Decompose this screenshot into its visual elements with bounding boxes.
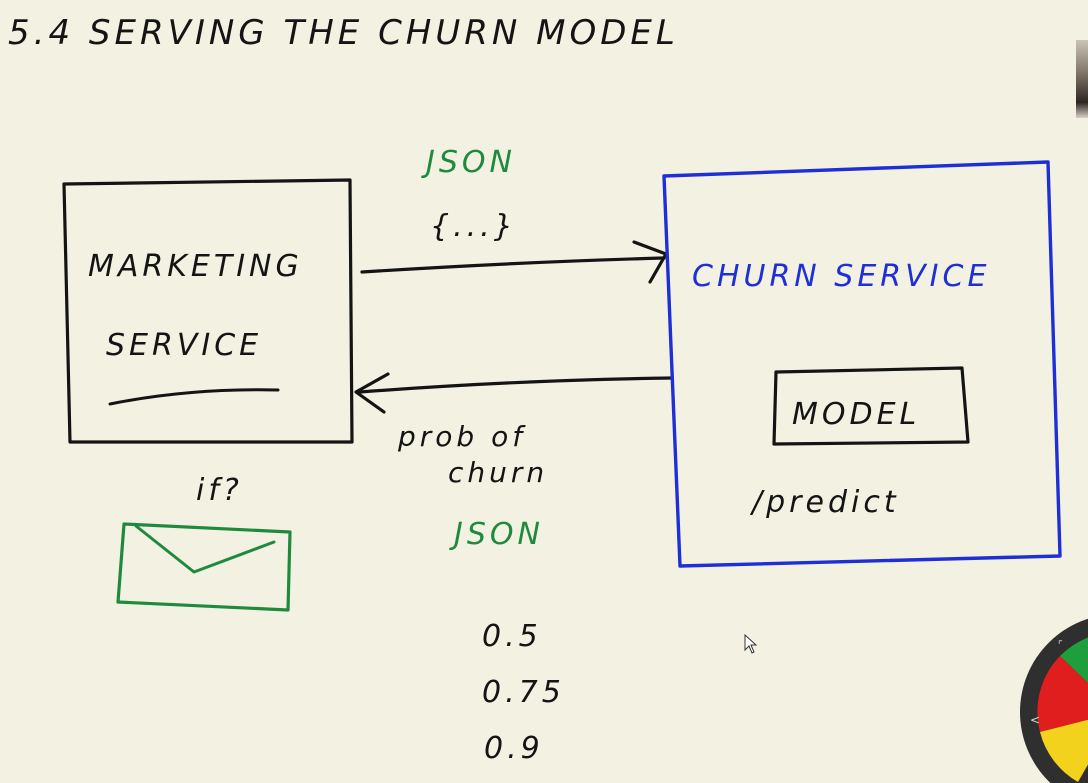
email-question-label: if? bbox=[196, 473, 243, 508]
request-arrow: JSON {...} bbox=[360, 145, 668, 284]
mouse-pointer-icon bbox=[744, 634, 758, 654]
svg-text:<: < bbox=[1030, 713, 1040, 727]
marketing-service-underline bbox=[108, 388, 280, 406]
response-arrow: prob of churn JSON bbox=[354, 372, 674, 552]
marketing-service-label-line1: MARKETING bbox=[88, 249, 303, 284]
marketing-service-label-line2: SERVICE bbox=[106, 328, 262, 363]
threshold-values: 0.5 0.75 0.9 bbox=[482, 619, 565, 766]
threshold-value: 0.75 bbox=[482, 675, 565, 710]
request-arrow-line bbox=[360, 256, 666, 274]
model-label: MODEL bbox=[792, 397, 920, 432]
threshold-value: 0.9 bbox=[484, 731, 544, 766]
email-notification: if? bbox=[116, 473, 292, 612]
predict-endpoint-label: /predict bbox=[749, 485, 900, 520]
threshold-value: 0.5 bbox=[482, 619, 542, 654]
svg-text:⌜: ⌜ bbox=[1058, 640, 1063, 651]
request-payload-label: {...} bbox=[430, 209, 517, 244]
response-label-line2: churn bbox=[448, 456, 548, 489]
request-format-label: JSON bbox=[421, 145, 516, 180]
model-box bbox=[772, 366, 970, 446]
response-format-label: JSON bbox=[449, 517, 544, 552]
marketing-service-border bbox=[62, 178, 354, 444]
churn-service-box: CHURN SERVICE MODEL /predict bbox=[662, 160, 1062, 568]
page-title: 5.4 SERVING THE CHURN MODEL bbox=[8, 13, 679, 53]
color-wheel-icon[interactable]: < ⌜ bbox=[1018, 612, 1088, 783]
webcam-strip bbox=[1076, 40, 1088, 118]
request-arrow-head bbox=[632, 240, 668, 284]
churn-service-title: CHURN SERVICE bbox=[692, 259, 990, 294]
response-arrow-head bbox=[354, 372, 390, 414]
churn-service-border bbox=[662, 160, 1062, 568]
marketing-service-box: MARKETING SERVICE bbox=[62, 178, 354, 444]
response-label-line1: prob of bbox=[397, 420, 526, 453]
envelope-icon bbox=[116, 522, 292, 612]
response-arrow-line bbox=[358, 376, 674, 394]
